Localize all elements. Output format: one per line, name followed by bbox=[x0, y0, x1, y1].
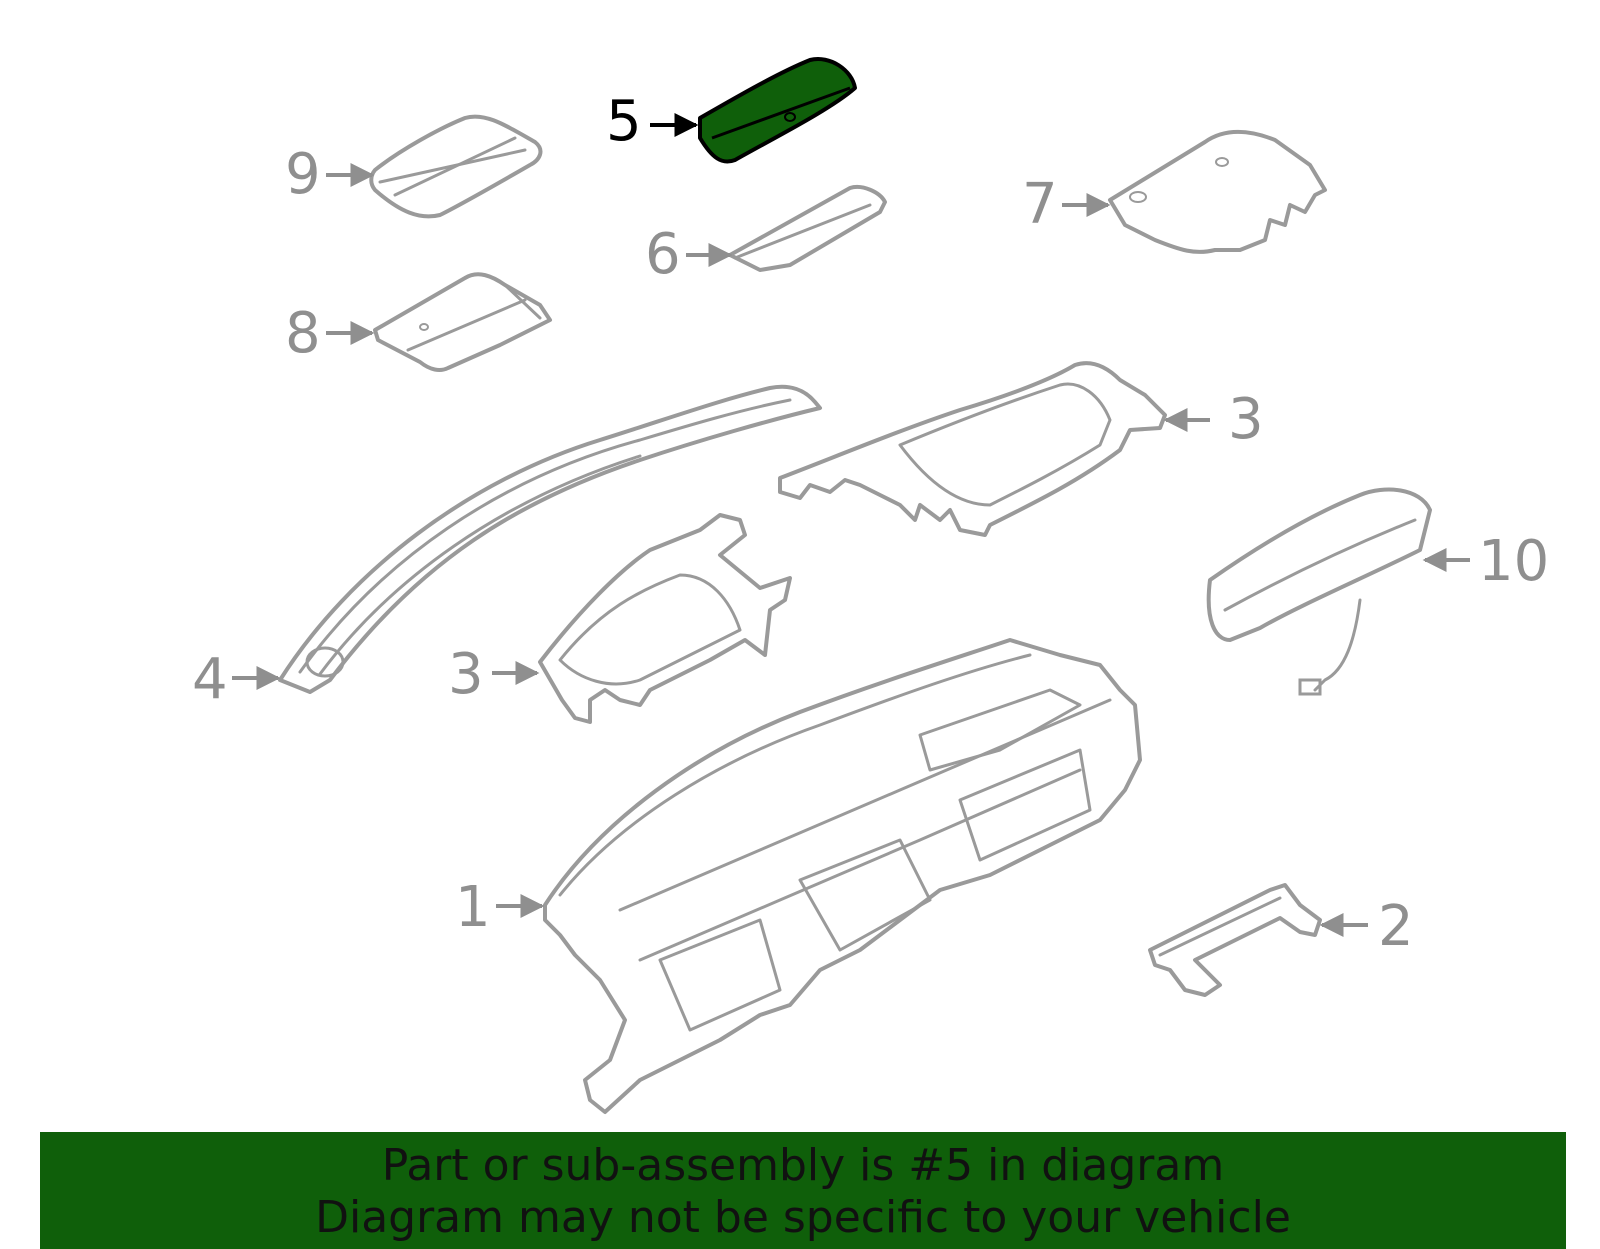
part-1[interactable] bbox=[543, 638, 1142, 1114]
part-6[interactable] bbox=[728, 185, 887, 272]
part-5-shape bbox=[698, 57, 857, 164]
callout-5: 5 bbox=[606, 89, 642, 154]
callout-4: 4 bbox=[192, 647, 228, 712]
callout-1: 1 bbox=[455, 875, 491, 940]
part-2[interactable] bbox=[1148, 883, 1322, 997]
callout-3-lower: 3 bbox=[448, 642, 484, 707]
callout-3-upper: 3 bbox=[1228, 387, 1264, 452]
callout-8: 8 bbox=[285, 301, 321, 366]
banner-line-1: Part or sub-assembly is #5 in diagram bbox=[381, 1140, 1225, 1191]
banner-line-2: Diagram may not be specific to your vehi… bbox=[315, 1192, 1291, 1243]
info-banner: Part or sub-assembly is #5 in diagram Di… bbox=[40, 1132, 1566, 1249]
part-5-highlighted[interactable] bbox=[698, 57, 857, 164]
callout-2: 2 bbox=[1378, 894, 1414, 959]
part-10[interactable] bbox=[1206, 487, 1432, 696]
callout-10: 10 bbox=[1478, 529, 1549, 594]
callout-6: 6 bbox=[645, 222, 681, 287]
part-4[interactable] bbox=[278, 384, 822, 694]
part-7[interactable] bbox=[1108, 129, 1327, 254]
part-8[interactable] bbox=[373, 272, 552, 372]
callout-9: 9 bbox=[285, 142, 321, 207]
part-3-lower[interactable] bbox=[538, 513, 792, 724]
callout-7: 7 bbox=[1022, 172, 1058, 237]
part-3-upper[interactable] bbox=[778, 361, 1167, 537]
part-9[interactable] bbox=[369, 114, 543, 219]
callout-arrows bbox=[232, 113, 1470, 937]
